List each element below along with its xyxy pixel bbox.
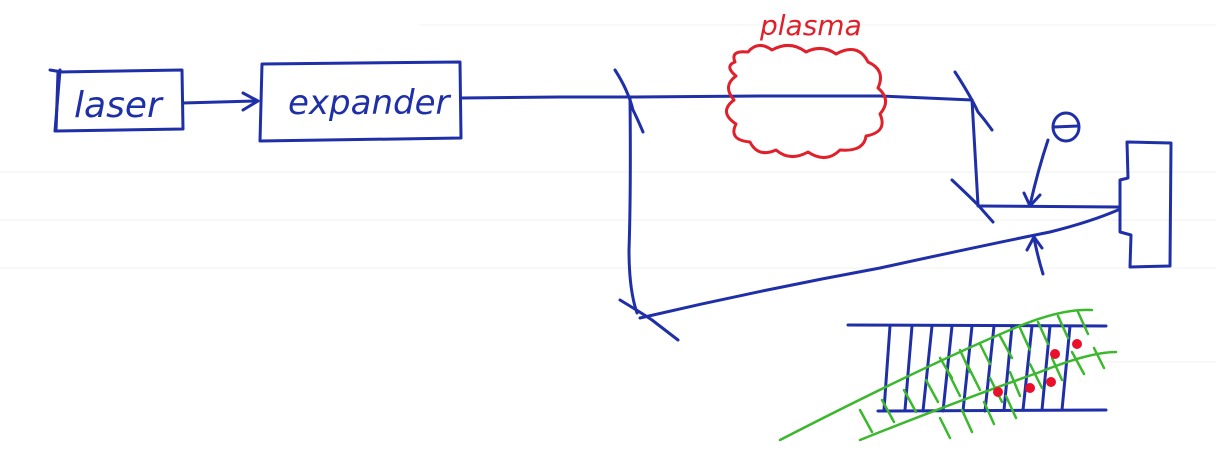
reference-beam-down <box>627 95 639 315</box>
object-beam-to-hologram <box>976 204 1120 209</box>
expander-label: expander <box>288 83 452 123</box>
upper-right-mirror <box>953 70 994 132</box>
plasma-label: plasma <box>759 9 862 42</box>
lower-right-mirror <box>950 178 995 224</box>
hologram-plate <box>1118 140 1173 269</box>
intersection-dots <box>993 339 1082 397</box>
reference-beam-to-hologram <box>638 208 1120 320</box>
plasma-cloud <box>725 44 887 159</box>
lower-left-mirror <box>618 298 680 342</box>
beam-splitter <box>613 68 645 134</box>
laser-label: laser <box>74 85 164 126</box>
expander-box <box>258 60 463 143</box>
object-beam-through-plasma <box>628 94 974 102</box>
theta-symbol <box>1051 111 1081 143</box>
theta-arrow-upper <box>1022 138 1050 208</box>
page-rules <box>0 24 1216 363</box>
theta-arrow-lower <box>1025 235 1045 276</box>
laser-to-expander-arrow <box>181 91 260 112</box>
beam-to-splitter <box>460 95 632 100</box>
green-fringe-band <box>778 308 1118 442</box>
object-beam-down <box>970 98 980 207</box>
laser-box <box>48 68 185 133</box>
